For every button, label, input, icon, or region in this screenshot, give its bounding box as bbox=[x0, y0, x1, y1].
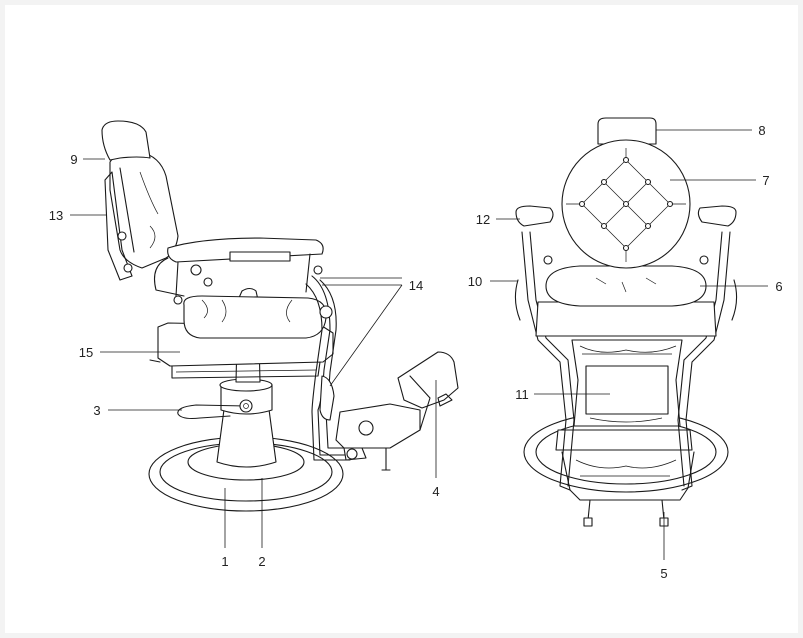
callout-9: 9 bbox=[70, 152, 77, 167]
callout-13: 13 bbox=[49, 208, 63, 223]
callout-7: 7 bbox=[762, 173, 769, 188]
side-footrest bbox=[335, 351, 459, 471]
side-pedestal bbox=[216, 378, 277, 468]
callout-4: 4 bbox=[432, 484, 439, 499]
side-view-chair bbox=[101, 120, 459, 512]
front-pedestal bbox=[571, 339, 683, 427]
front-tufted-back bbox=[561, 139, 691, 269]
front-armrests bbox=[515, 205, 737, 265]
side-armrest bbox=[153, 237, 324, 305]
front-headrest bbox=[597, 117, 657, 145]
callout-5: 5 bbox=[660, 566, 667, 581]
front-seat-frame bbox=[535, 301, 717, 337]
side-frame-tubes bbox=[305, 275, 351, 461]
callout-8: 8 bbox=[758, 123, 765, 138]
callout-12: 12 bbox=[476, 212, 490, 227]
callout-10: 10 bbox=[468, 274, 482, 289]
barber-chair-diagram: 1 2 3 4 5 6 7 8 9 10 11 12 13 14 15 bbox=[49, 117, 783, 581]
callout-6: 6 bbox=[775, 279, 782, 294]
callout-11: 11 bbox=[515, 387, 529, 402]
front-seat-cushion bbox=[545, 265, 707, 307]
front-frame-rails bbox=[514, 231, 738, 491]
callout-1: 1 bbox=[221, 554, 228, 569]
side-headrest bbox=[101, 120, 151, 161]
diagram-canvas: 1 2 3 4 5 6 7 8 9 10 11 12 13 14 15 bbox=[5, 5, 798, 633]
side-backrest bbox=[104, 151, 179, 281]
callout-labels: 1 2 3 4 5 6 7 8 9 10 11 12 13 14 15 bbox=[49, 123, 783, 581]
side-pump-lever bbox=[177, 399, 253, 420]
front-view-chair bbox=[514, 117, 738, 527]
leader-lines bbox=[70, 129, 768, 560]
callout-3: 3 bbox=[93, 403, 100, 418]
callout-15: 15 bbox=[79, 345, 93, 360]
callout-2: 2 bbox=[258, 554, 265, 569]
callout-14: 14 bbox=[409, 278, 423, 293]
